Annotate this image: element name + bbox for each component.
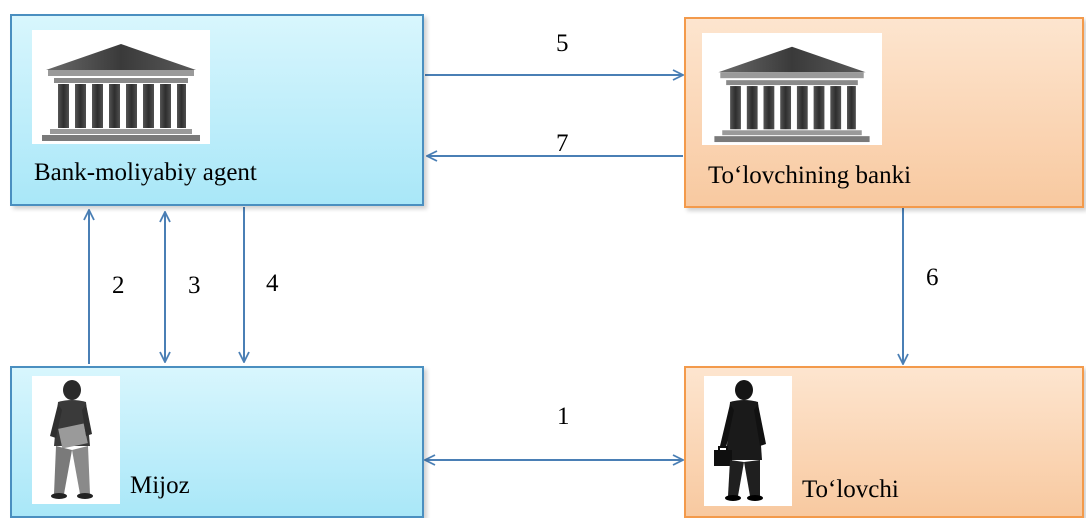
edge-label-1: 1 [557, 403, 570, 430]
edge-label-2: 2 [112, 272, 125, 299]
node-payer: To‘lovchi [684, 366, 1084, 518]
node-bank-agent: Bank-moliyabiy agent [10, 14, 424, 206]
businessman-icon [704, 376, 792, 506]
edge-label-6: 6 [926, 264, 939, 291]
bank-building-icon [702, 33, 882, 145]
node-label-bank-agent: Bank-moliyabiy agent [34, 159, 257, 186]
node-client: Mijoz [10, 366, 424, 518]
bank-building-icon [32, 30, 210, 144]
edge-label-7: 7 [556, 130, 569, 157]
node-label-payer: To‘lovchi [802, 476, 899, 503]
person-icon [32, 376, 120, 504]
edge-label-3: 3 [188, 272, 201, 299]
node-label-client: Mijoz [130, 472, 190, 499]
node-label-payer-bank: To‘lovchining banki [708, 162, 912, 189]
node-payer-bank: To‘lovchining banki [684, 17, 1084, 208]
edge-label-4: 4 [266, 270, 279, 297]
edge-label-5: 5 [556, 30, 569, 57]
